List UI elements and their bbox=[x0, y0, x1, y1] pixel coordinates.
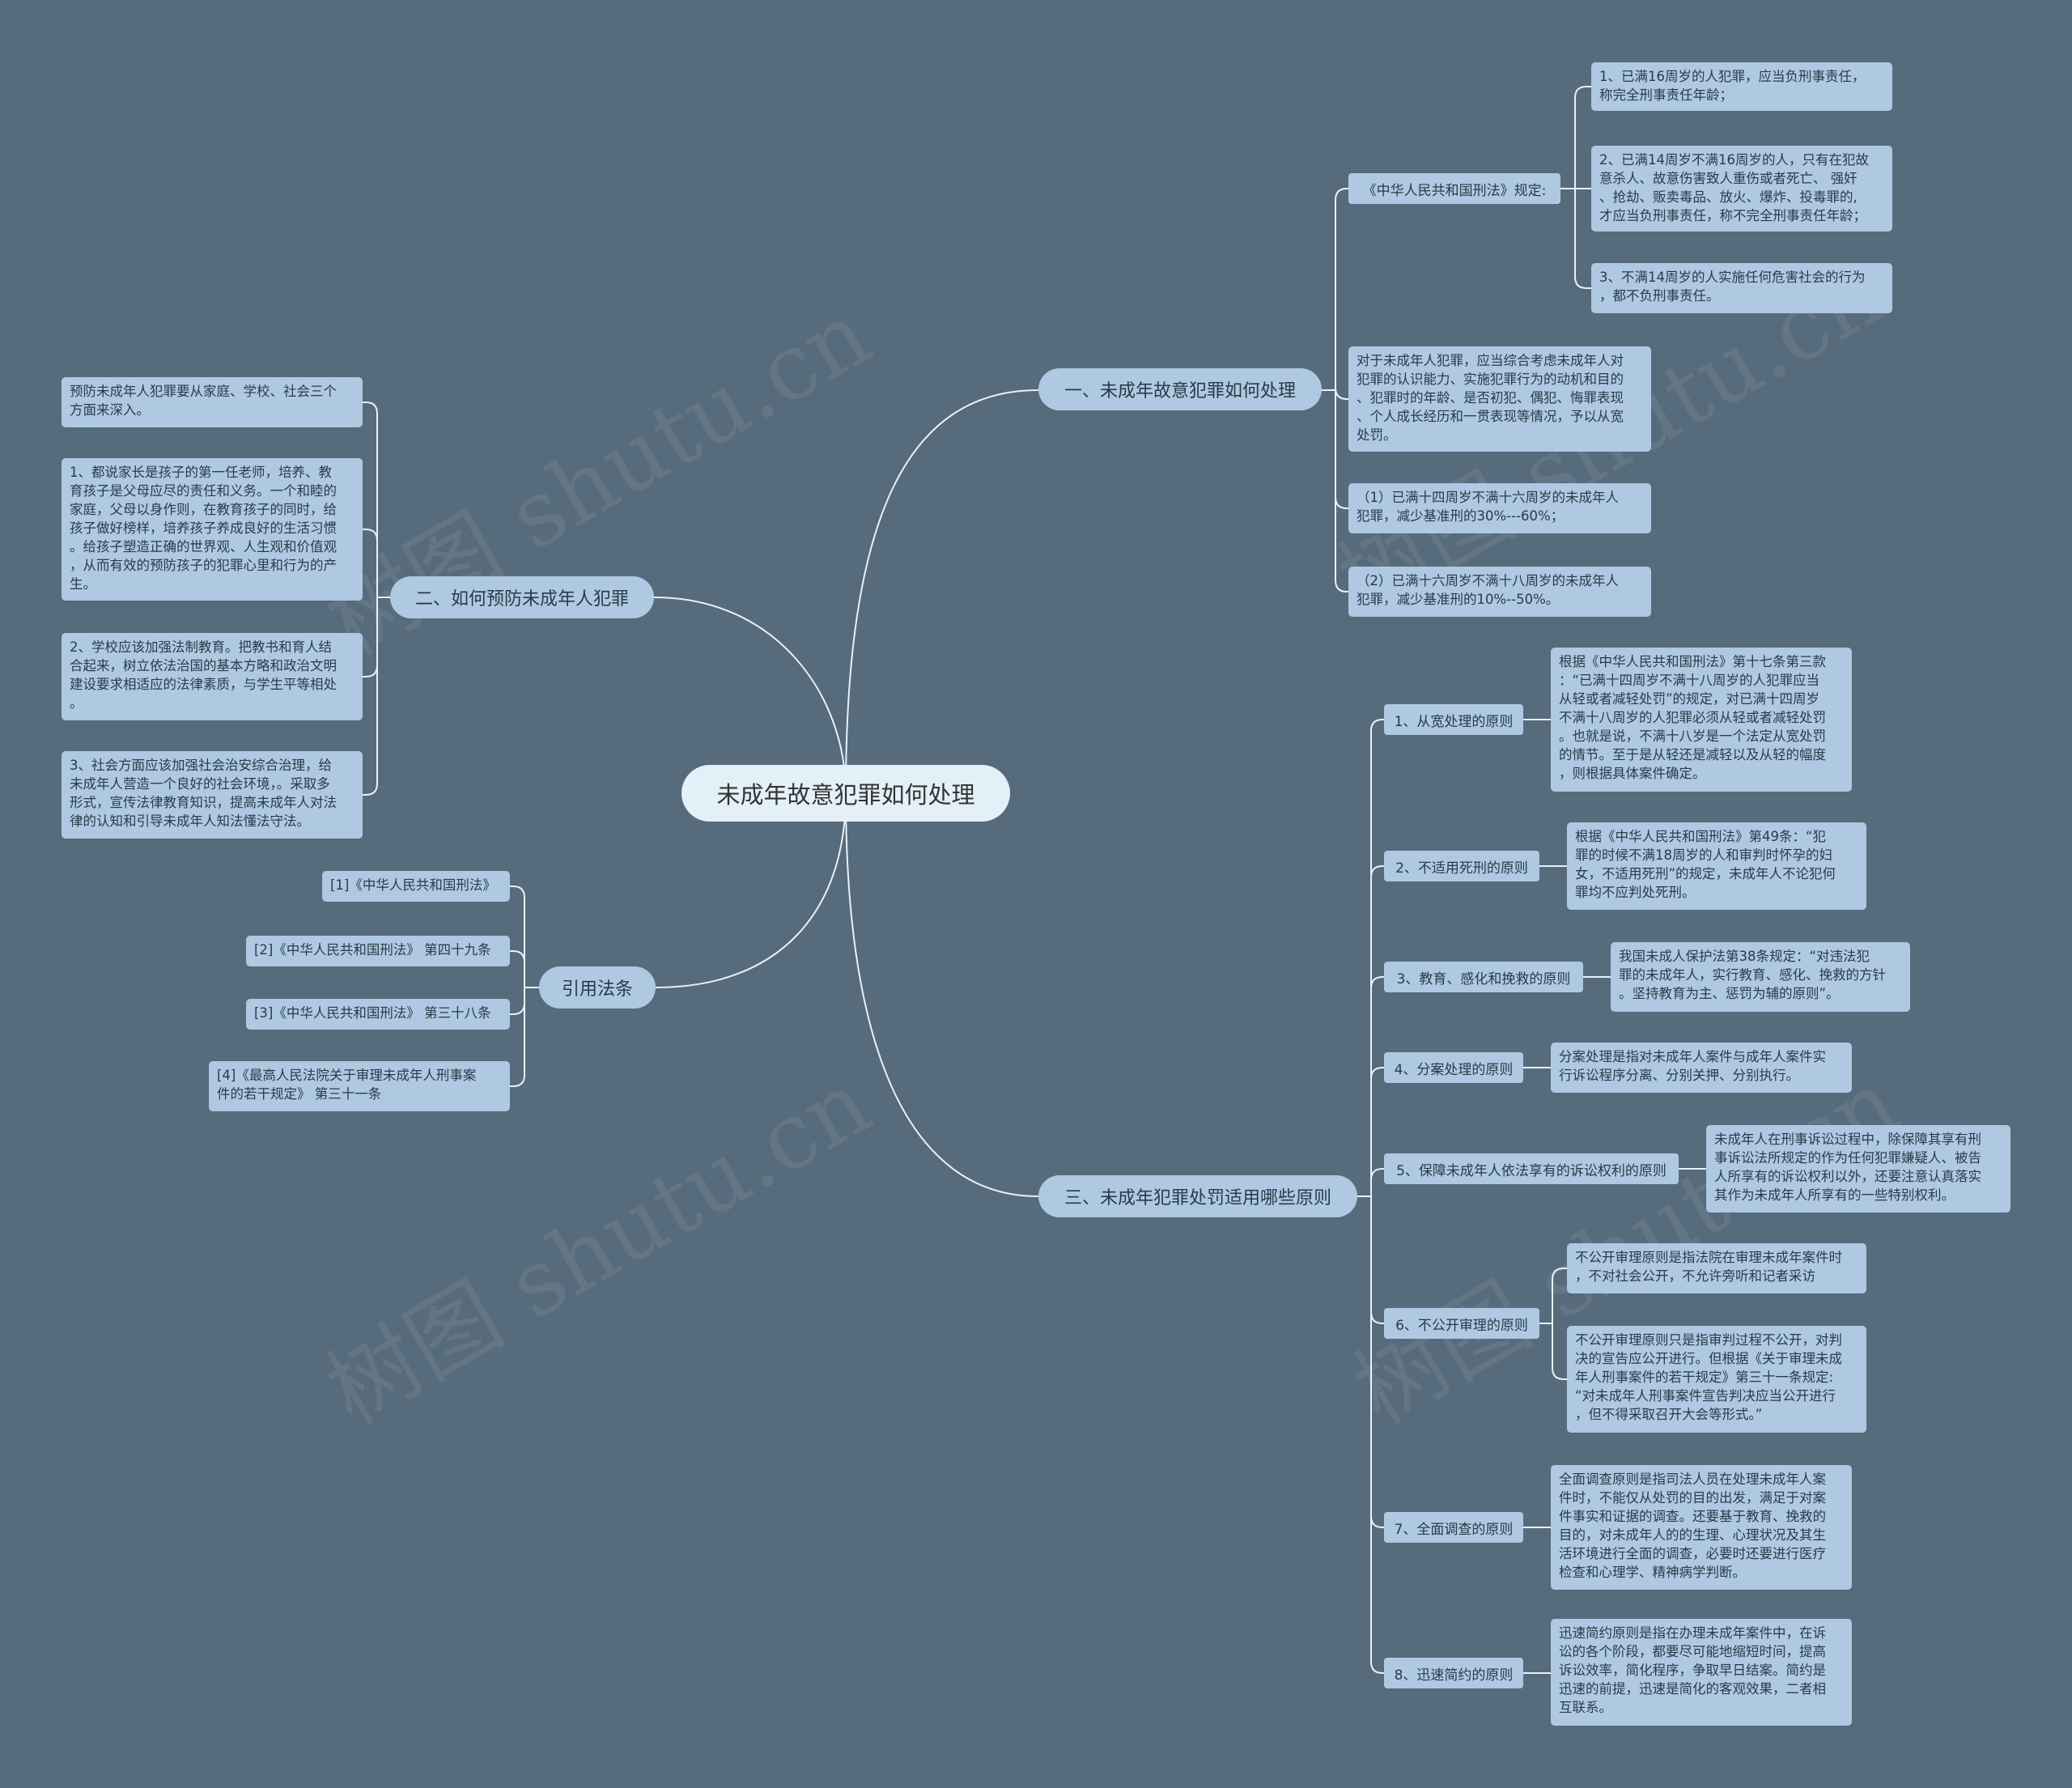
leaf-law-3[interactable]: 3、不满14周岁的人实施任何危害社会的行为 ，都不负刑事责任。 bbox=[1591, 263, 1892, 313]
leaf-principle-litigation-rights[interactable]: 未成年人在刑事诉讼过程中，除保障其享有刑 事诉讼法所规定的作为任何犯罪嫌疑人、被… bbox=[1706, 1125, 2010, 1213]
connector-line bbox=[1357, 1168, 1384, 1197]
connector-line bbox=[845, 792, 1039, 1197]
leaf-principle-education[interactable]: 我国未成人保护法第38条规定：“对违法犯 罪的未成年人，实行教育、感化、挽救的方… bbox=[1611, 942, 1910, 1012]
leaf-cited-law-3[interactable]: [3]《中华人民共和国刑法》 第三十八条 bbox=[246, 999, 510, 1030]
leaf-age-14-16[interactable]: （1）已满十四周岁不满十六周岁的未成年人 犯罪，减少基准刑的30%---60%； bbox=[1348, 483, 1651, 533]
leaf-prevention-family[interactable]: 1、都说家长是孩子的第一任老师，培养、教 育孩子是父母应尽的责任和义务。一个和睦… bbox=[62, 458, 363, 601]
leaf-prevention-school[interactable]: 2、学校应该加强法制教育。把教书和育人结 合起来，树立依法治国的基本方略和政治文… bbox=[62, 633, 363, 720]
branch-principles[interactable]: 三、未成年犯罪处罚适用哪些原则 bbox=[1038, 1175, 1357, 1217]
principle-separate-handling[interactable]: 4、分案处理的原则 bbox=[1384, 1052, 1523, 1083]
leaf-principle-closed-trial-1[interactable]: 不公开审理原则是指法院在审理未成年案件时 ，不对社会公开，不允许旁听和记者采访 bbox=[1567, 1243, 1866, 1293]
branch-cited-laws[interactable]: 引用法条 bbox=[539, 966, 656, 1009]
connector-line bbox=[1357, 1196, 1384, 1674]
leaf-principle-full-investigation[interactable]: 全面调查原则是指司法人员在处理未成年人案 件时，不能仅从处罚的目的出发，满足于对… bbox=[1551, 1465, 1852, 1590]
connector-line bbox=[510, 950, 539, 988]
connector-line bbox=[1322, 389, 1348, 592]
branch-intentional-crime-handling[interactable]: 一、未成年故意犯罪如何处理 bbox=[1038, 368, 1322, 410]
branch-prevention[interactable]: 二、如何预防未成年人犯罪 bbox=[390, 576, 654, 618]
connector-line bbox=[1357, 976, 1384, 1197]
connector-line bbox=[1357, 865, 1384, 1197]
connector-line bbox=[363, 529, 390, 598]
leaf-cited-law-1[interactable]: [1]《中华人民共和国刑法》 bbox=[322, 871, 510, 902]
connector-line bbox=[655, 792, 847, 988]
leaf-comprehensive-consideration[interactable]: 对于未成年人犯罪，应当综合考虑未成年人对 犯罪的认识能力、实施犯罪行为的动机和目… bbox=[1348, 346, 1651, 452]
principle-full-investigation[interactable]: 7、全面调查的原则 bbox=[1384, 1512, 1523, 1543]
leaf-law-1[interactable]: 1、已满16周岁的人犯罪，应当负刑事责任， 称完全刑事责任年龄； bbox=[1591, 62, 1892, 111]
connector-line bbox=[510, 987, 539, 1087]
connector-line bbox=[1357, 719, 1384, 1197]
leaf-principle-leniency[interactable]: 根据《中华人民共和国刑法》第十七条第三款 ：“已满十四周岁不满十八周岁的人犯罪应… bbox=[1551, 648, 1852, 792]
principle-closed-trial[interactable]: 6、不公开审理的原则 bbox=[1384, 1308, 1539, 1339]
leaf-principle-speedy-simple[interactable]: 迅速简约原则是指在办理未成年案件中，在诉 讼的各个阶段，都要尽可能地缩短时间，提… bbox=[1551, 1619, 1852, 1726]
connector-line bbox=[1322, 387, 1348, 400]
connector-line bbox=[1357, 1067, 1384, 1197]
connector-line bbox=[1560, 86, 1591, 189]
leaf-prevention-society[interactable]: 3、社会方面应该加强社会治安综合治理，给 未成年人营造一个良好的社会环境，。采取… bbox=[62, 751, 363, 839]
leaf-age-16-18[interactable]: （2）已满十六周岁不满十八周岁的未成年人 犯罪，减少基准刑的10%--50%。 bbox=[1348, 567, 1651, 617]
leaf-principle-separate-handling[interactable]: 分案处理是指对未成年人案件与成年人案件实 行诉讼程序分离、分别关押、分别执行。 bbox=[1551, 1043, 1852, 1093]
leaf-principle-closed-trial-2[interactable]: 不公开审理原则只是指审判过程不公开，对判 决的宣告应公开进行。但根据《关于审理未… bbox=[1567, 1326, 1866, 1433]
connector-line bbox=[1539, 1268, 1567, 1324]
leaf-prevention-intro[interactable]: 预防未成年人犯罪要从家庭、学校、社会三个 方面来深入。 bbox=[62, 377, 363, 427]
connector-line bbox=[363, 401, 390, 598]
principle-education[interactable]: 3、教育、感化和挽救的原则 bbox=[1384, 962, 1583, 992]
sub-criminal-law-provisions[interactable]: 《中华人民共和国刑法》规定: bbox=[1348, 173, 1560, 204]
leaf-principle-no-death-penalty[interactable]: 根据《中华人民共和国刑法》第49条：“犯 罪的时候不满18周岁的人和审判时怀孕的… bbox=[1567, 822, 1866, 910]
connector-line bbox=[363, 597, 390, 796]
leaf-cited-law-2[interactable]: [2]《中华人民共和国刑法》 第四十九条 bbox=[246, 936, 510, 966]
leaf-cited-law-4[interactable]: [4]《最高人民法院关于审理未成年人刑事案 件的若干规定》 第三十一条 bbox=[209, 1061, 510, 1111]
connector-line bbox=[1560, 188, 1591, 289]
leaf-law-2[interactable]: 2、已满14周岁不满16周岁的人，只有在犯故 意杀人、故意伤害致人重伤或者死亡、… bbox=[1591, 146, 1892, 231]
connector-line bbox=[653, 597, 847, 794]
principle-leniency[interactable]: 1、从宽处理的原则 bbox=[1384, 704, 1523, 735]
principle-speedy-simple[interactable]: 8、迅速简约的原则 bbox=[1384, 1658, 1523, 1688]
principle-litigation-rights[interactable]: 5、保障未成年人依法享有的诉讼权利的原则 bbox=[1384, 1153, 1679, 1184]
connector-line bbox=[1322, 188, 1348, 391]
connector-line bbox=[1539, 1323, 1567, 1380]
connector-line bbox=[510, 886, 539, 988]
root-topic[interactable]: 未成年故意犯罪如何处理 bbox=[681, 765, 1010, 822]
connector-line bbox=[845, 389, 1039, 794]
principle-no-death-penalty[interactable]: 2、不适用死刑的原则 bbox=[1384, 851, 1539, 881]
